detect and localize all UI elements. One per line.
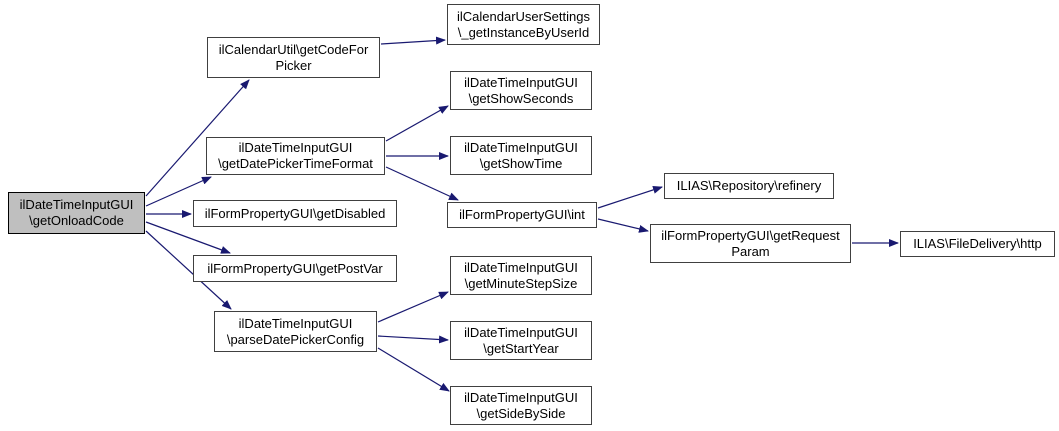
node-label: \getSideBySide [476, 405, 566, 421]
edge-getCodeForPicker-to-getInstanceByUserId [380, 36, 446, 45]
node-refinery[interactable]: ILIAS\Repository\refinery [664, 173, 834, 199]
node-label: ilDateTimeInputGUI [238, 315, 353, 331]
node-label: \parseDatePickerConfig [226, 331, 365, 347]
edge-parseDatePickerConfig-to-getSideBySide [377, 347, 450, 392]
node-label: ilCalendarUserSettings [457, 8, 590, 24]
node-label: ILIAS\FileDelivery\http [913, 236, 1042, 251]
node-label: \getDatePickerTimeFormat [218, 156, 373, 171]
node-label: Param [731, 243, 770, 259]
node-get-date-picker-time-format[interactable]: ilDateTimeInputGUI \getDatePickerTimeFor… [206, 137, 385, 175]
node-label: ilFormPropertyGUI\getDisabled [204, 205, 386, 221]
node-label: ilDateTimeInputGUI [238, 140, 353, 155]
node-label: ilFormPropertyGUI\getRequest [661, 227, 840, 243]
edge-getDatePickerTimeFormat-to-int [385, 166, 459, 201]
node-get-onload-code: ilDateTimeInputGUI \getOnloadCode [8, 192, 145, 234]
node-label: ilCalendarUtil\getCodeFor [218, 41, 369, 57]
edge-int-to-getRequestParam [597, 218, 649, 233]
node-label: ilDateTimeInputGUI [464, 389, 578, 405]
node-label: \getStartYear [483, 340, 559, 356]
node-label: ilDateTimeInputGUI [464, 324, 578, 340]
node-get-disabled[interactable]: ilFormPropertyGUI\getDisabled [193, 200, 397, 227]
edge-getDatePickerTimeFormat-to-getShowSeconds [385, 105, 449, 142]
node-get-instance-by-user-id[interactable]: ilCalendarUserSettings \_getInstanceByUs… [447, 4, 600, 45]
node-int[interactable]: ilFormPropertyGUI\int [447, 202, 597, 228]
node-label: ILIAS\Repository\refinery [676, 178, 822, 193]
node-label: \getShowTime [479, 155, 563, 171]
node-label: ilDateTimeInputGUI [464, 139, 578, 155]
node-get-post-var[interactable]: ilFormPropertyGUI\getPostVar [193, 255, 397, 282]
node-get-code-for-picker[interactable]: ilCalendarUtil\getCodeFor Picker [207, 37, 380, 78]
edge-int-to-refinery [597, 186, 663, 209]
node-label: ilFormPropertyGUI\int [459, 207, 585, 222]
node-parse-date-picker-config[interactable]: ilDateTimeInputGUI \parseDatePickerConfi… [214, 311, 377, 352]
node-label: ilFormPropertyGUI\getPostVar [207, 260, 383, 276]
node-label: ilDateTimeInputGUI [464, 259, 578, 275]
node-get-show-seconds[interactable]: ilDateTimeInputGUI \getShowSeconds [450, 71, 592, 110]
node-get-request-param[interactable]: ilFormPropertyGUI\getRequest Param [650, 224, 851, 263]
node-label: ilDateTimeInputGUI [464, 74, 578, 90]
node-label: \getShowSeconds [468, 90, 574, 106]
node-label: \getMinuteStepSize [464, 275, 578, 291]
node-get-side-by-side[interactable]: ilDateTimeInputGUI \getSideBySide [450, 386, 592, 425]
node-label: \_getInstanceByUserId [457, 24, 590, 40]
edge-parseDatePickerConfig-to-getMinuteStepSize [377, 291, 449, 323]
node-label: ilDateTimeInputGUI [19, 197, 134, 212]
edge-parseDatePickerConfig-to-getStartYear [377, 335, 449, 344]
node-get-show-time[interactable]: ilDateTimeInputGUI \getShowTime [450, 136, 592, 175]
node-http[interactable]: ILIAS\FileDelivery\http [900, 231, 1055, 257]
node-get-minute-step-size[interactable]: ilDateTimeInputGUI \getMinuteStepSize [450, 256, 592, 295]
node-get-start-year[interactable]: ilDateTimeInputGUI \getStartYear [450, 321, 592, 360]
node-label: \getOnloadCode [29, 213, 124, 228]
node-label: Picker [275, 57, 312, 73]
